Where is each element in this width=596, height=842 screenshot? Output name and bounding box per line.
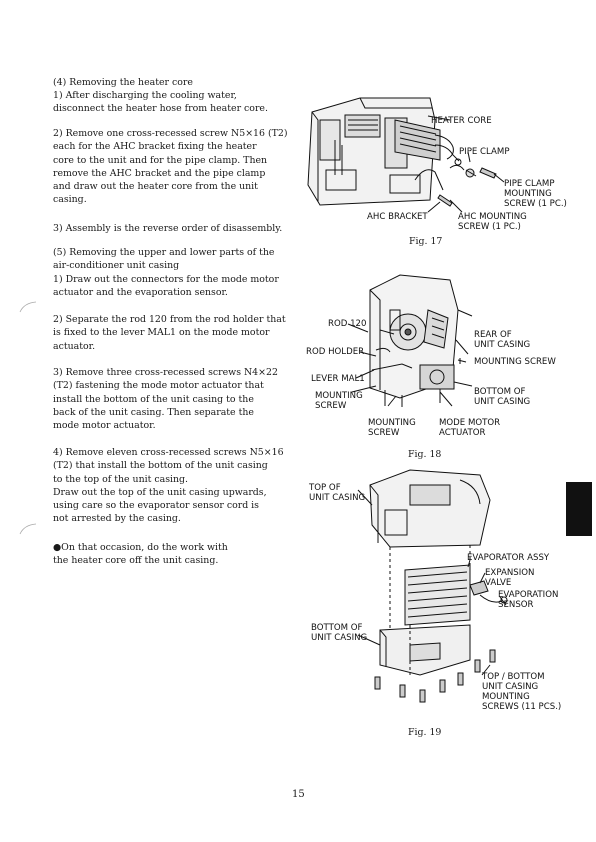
fig18-label-mode-motor: MODE MOTOR ACTUATOR bbox=[439, 418, 501, 438]
fig18-illustration bbox=[347, 274, 473, 407]
fig17-illustration bbox=[307, 97, 505, 213]
fig19-illustration bbox=[357, 469, 508, 703]
fig18-label-mounting-screw-left: MOUNTING SCREW bbox=[315, 391, 363, 411]
step-5-note: ●On that occasion, do the work with the … bbox=[53, 542, 228, 567]
fig18-label-lever: LEVER MAL1 bbox=[311, 374, 365, 384]
step-5-2: 2) Separate the rod 120 from the rod hol… bbox=[53, 314, 286, 352]
fig19-label-sensor: EVAPORATION SENSOR bbox=[498, 590, 559, 610]
fig19-label-evaporator: EVAPORATOR ASSY bbox=[467, 553, 550, 563]
fig18-caption: Fig. 18 bbox=[408, 449, 442, 460]
fig19-caption: Fig. 19 bbox=[408, 727, 442, 738]
step-5-3: 3) Remove three cross-recessed screws N4… bbox=[53, 367, 278, 432]
fig18-label-rod-holder: ROD HOLDER bbox=[306, 347, 365, 357]
step-5-1: 1) Draw out the connectors for the mode … bbox=[53, 274, 279, 299]
step-5-4: 4) Remove eleven cross-recessed screws N… bbox=[53, 447, 284, 525]
fig17-label-heater-core: HEATER CORE bbox=[431, 116, 492, 126]
fig19-label-expansion: EXPANSION VALVE bbox=[485, 568, 535, 588]
page-number: 15 bbox=[292, 789, 305, 800]
fig17-label-ahc-bracket: AHC BRACKET bbox=[367, 212, 428, 222]
step-4-3: 3) Assembly is the reverse order of disa… bbox=[53, 223, 283, 234]
fig18-label-bottom: BOTTOM OF UNIT CASING bbox=[474, 387, 531, 407]
fig19-label-top: TOP OF UNIT CASING bbox=[309, 483, 366, 503]
fig17-label-ahc-screw: AHC MOUNTING SCREW (1 PC.) bbox=[458, 212, 527, 232]
step-4-heading: (4) Removing the heater core bbox=[53, 77, 193, 88]
fig17-caption: Fig. 17 bbox=[409, 236, 443, 247]
fig18-label-rear: REAR OF UNIT CASING bbox=[474, 330, 531, 350]
fig17-label-pipe-clamp-screw: PIPE CLAMP MOUNTING SCREW (1 PC.) bbox=[504, 179, 567, 209]
fig18-label-mounting-screw-right: MOUNTING SCREW bbox=[474, 357, 556, 367]
margin-mark-bottom bbox=[19, 523, 37, 535]
step-4-1: 1) After discharging the cooling water, … bbox=[53, 90, 268, 115]
section-tab-marker bbox=[566, 482, 592, 536]
fig19-label-bottom: BOTTOM OF UNIT CASING bbox=[311, 623, 368, 643]
margin-mark-top bbox=[19, 301, 37, 313]
fig18-label-rod: ROD 120 bbox=[328, 319, 367, 329]
fig19-label-screws: TOP / BOTTOM UNIT CASING MOUNTING SCREWS… bbox=[482, 672, 562, 712]
fig18-label-mounting-screw-bottom: MOUNTING SCREW bbox=[368, 418, 416, 438]
step-4-2: 2) Remove one cross-recessed screw N5×16… bbox=[53, 128, 288, 206]
step-5-heading: (5) Removing the upper and lower parts o… bbox=[53, 247, 275, 272]
fig17-label-pipe-clamp: PIPE CLAMP bbox=[459, 147, 510, 157]
